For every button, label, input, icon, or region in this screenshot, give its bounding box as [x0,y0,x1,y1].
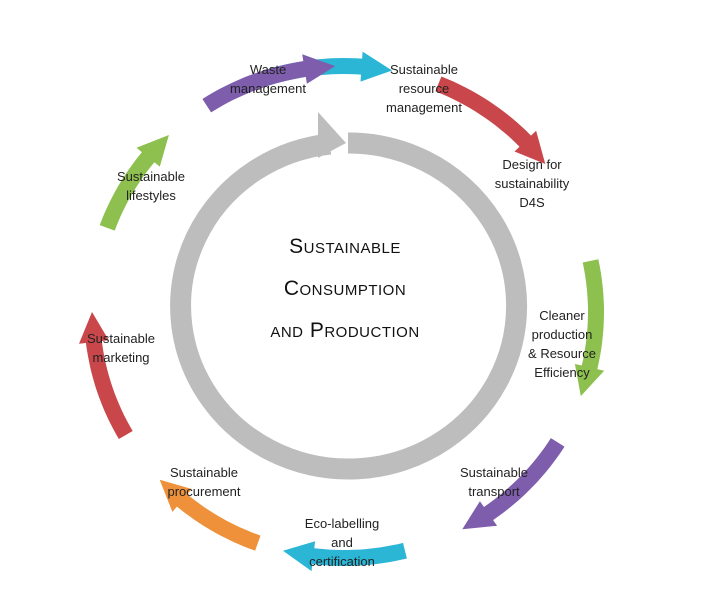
arrow-icon-ecolabel-to-procurement [159,479,261,551]
stage-label-sustainable-transport: Sustainable transport [446,463,542,501]
stage-label-line: marketing [92,350,150,365]
stage-label-line: certification [309,554,375,569]
stage-label-line: procurement [167,484,241,499]
arrow-icon-cleaner-to-transport [462,438,565,530]
arrow-icon-transport-to-ecolabel [283,541,407,572]
stage-label-line: Efficiency [534,365,590,380]
stage-label-line: management [230,81,306,96]
center-ring-arc [170,132,528,480]
stage-label-line: Sustainable [117,169,185,184]
arrow-icon-resource-to-design [435,76,546,164]
stage-label-eco-labelling: Eco-labelling and certification [292,514,392,571]
stage-label-sustainable-lifestyles: Sustainable lifestyles [104,167,198,205]
stage-label-line: D4S [519,195,545,210]
stage-label-line: Eco-labelling [304,516,380,531]
arrow-icon-marketing-to-lifestyles [99,135,169,231]
stage-label-line: Sustainable [87,331,155,346]
cycle-arrows [79,51,605,572]
stage-label-line: and [331,535,353,550]
stage-label-line: Sustainable [390,62,458,77]
center-title-line-3: and Production [270,319,420,342]
center-cycle-ring [170,112,528,480]
stage-label-cleaner-production: Cleaner production & Resource Efficiency [514,306,610,382]
center-title-line-2: Consumption [283,277,407,300]
stage-label-line: Sustainable [460,465,528,480]
stage-label-line: sustainability [494,176,570,191]
stage-label-line: transport [468,484,520,499]
stage-label-sustainable-resource-management: Sustainable resource management [372,60,476,117]
stage-label-sustainable-marketing: Sustainable marketing [74,329,168,367]
center-title: Sustainable Consumption and Production [220,226,470,352]
stage-label-line: management [386,100,462,115]
stage-label-line: production [531,327,593,342]
stage-label-design-for-sustainability: Design for sustainability D4S [480,155,584,212]
stage-label-line: Cleaner [539,308,585,323]
arrow-icon-design-to-cleaner [574,259,605,397]
stage-label-line: & Resource [528,346,596,361]
stage-label-waste-management: Waste management [218,60,318,98]
stage-label-sustainable-procurement: Sustainable procurement [152,463,256,501]
stage-label-line: lifestyles [126,188,176,203]
arrow-icon-lifestyles-to-waste [202,54,336,113]
center-title-line-1: Sustainable [289,235,401,258]
stage-label-line: Design for [502,157,562,172]
stage-label-line: resource [398,81,450,96]
stage-label-line: Waste [249,62,287,77]
arrow-icon-procurement-to-marketing [79,312,133,439]
stage-label-line: Sustainable [170,465,238,480]
center-ring-arrowhead-icon [318,112,346,158]
